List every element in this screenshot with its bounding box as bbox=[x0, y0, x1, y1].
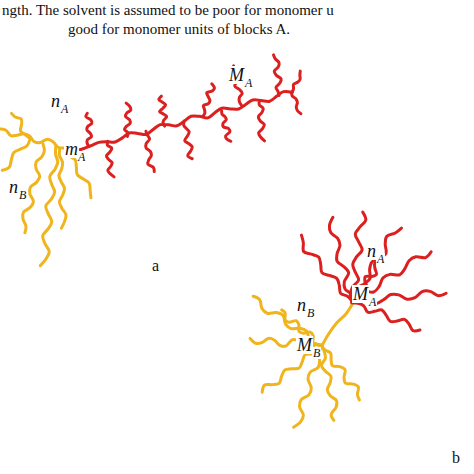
side-chain-a bbox=[292, 71, 300, 92]
side-chain-a bbox=[258, 101, 264, 141]
side-chain-a bbox=[106, 141, 114, 176]
side-chain-b bbox=[59, 149, 66, 228]
star-arm-a bbox=[352, 303, 420, 331]
side-chain-a bbox=[146, 131, 155, 171]
chain-length-symbol: M bbox=[296, 336, 313, 354]
star-link bbox=[322, 303, 353, 346]
side-chain-a bbox=[292, 92, 301, 114]
side-chain-a bbox=[274, 55, 282, 96]
chain-length-symbol: M bbox=[228, 66, 245, 84]
star-arm-b bbox=[321, 347, 359, 400]
star-arm-a bbox=[353, 228, 402, 302]
side-chain-b bbox=[11, 113, 28, 137]
star-arm-a bbox=[329, 217, 352, 302]
star-arm-b bbox=[294, 346, 321, 428]
side-chain-a bbox=[184, 121, 193, 159]
subscript: A bbox=[376, 253, 385, 265]
caption-text: good for monomer units of blocks A. bbox=[68, 22, 290, 37]
subscript: A bbox=[60, 103, 69, 115]
subscript: A bbox=[368, 296, 377, 308]
subscript: A bbox=[244, 77, 253, 89]
panel-letter: a bbox=[152, 258, 159, 274]
side-chain-a bbox=[203, 84, 214, 116]
side-chain-a bbox=[222, 111, 231, 141]
subscript: B bbox=[312, 347, 321, 359]
subscript: B bbox=[18, 189, 27, 201]
subscript: A bbox=[77, 151, 86, 163]
side-chain-b bbox=[2, 139, 30, 170]
side-chain-a bbox=[159, 96, 167, 126]
star-arm-b bbox=[321, 346, 337, 420]
side-chain-b bbox=[40, 147, 57, 266]
chain-length-symbol: M bbox=[352, 285, 369, 303]
side-chain-a bbox=[124, 103, 130, 136]
panel-letter: b bbox=[452, 450, 460, 466]
caption-text: ngth. The solvent is assumed to be poor … bbox=[2, 3, 334, 18]
side-chain-a bbox=[86, 113, 92, 146]
subscript: B bbox=[306, 307, 315, 319]
